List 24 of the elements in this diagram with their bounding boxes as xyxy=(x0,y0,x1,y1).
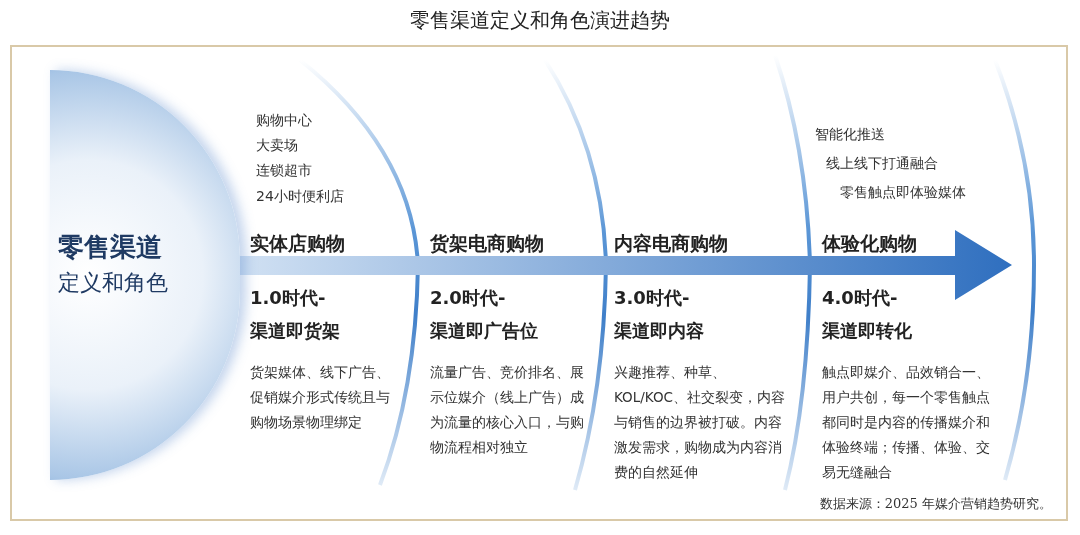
stage-heading: 内容电商购物 xyxy=(614,232,728,255)
description-text: 兴趣推荐、种草、KOL/KOC、社交裂变，内容与销售的边界被打破。内容激发需求，购物成为内容消费的自然延伸 xyxy=(614,363,786,482)
stage-heading: 体验化购物 xyxy=(822,232,917,255)
title: 零售渠道定义和角色演进趋势 xyxy=(409,8,671,32)
stage-heading: 货架电商购物 xyxy=(430,232,544,255)
era-title: 3.0时代- xyxy=(614,287,690,309)
era-title: 渠道即转化 xyxy=(822,320,912,342)
list-item: 智能化推送 xyxy=(815,126,885,143)
list-item: 购物中心 xyxy=(256,112,312,129)
era-title: 渠道即内容 xyxy=(614,320,704,342)
list-item: 大卖场 xyxy=(256,137,298,154)
list-item: 连锁超市 xyxy=(256,162,312,179)
era-title: 2.0时代- xyxy=(430,287,506,309)
caption: 数据来源：2025 年媒介营销趋势研究。 xyxy=(819,496,1052,512)
list-item: 24小时便利店 xyxy=(256,188,344,205)
description-text: 触点即媒介、品效销合一、用户共创，每一个零售触点都同时是内容的传播媒介和体验终端；传播、体验、交易无缝融合 xyxy=(822,363,991,482)
node-heading: 零售渠道 xyxy=(58,231,162,264)
node-subtitle: 定义和角色 xyxy=(58,269,168,297)
description-text: 流量广告、竞价排名、展示位媒介（线上广告）成为流量的核心入口，与购物流程相对独立 xyxy=(430,363,585,457)
era-title: 4.0时代- xyxy=(822,287,898,309)
list-item: 零售触点即体验媒体 xyxy=(840,184,966,201)
description-text: 货架媒体、线下广告、促销媒介形式传统且与购物场景物理绑定 xyxy=(250,363,391,432)
era-title: 渠道即广告位 xyxy=(430,320,538,342)
list-item: 线上线下打通融合 xyxy=(826,155,938,172)
